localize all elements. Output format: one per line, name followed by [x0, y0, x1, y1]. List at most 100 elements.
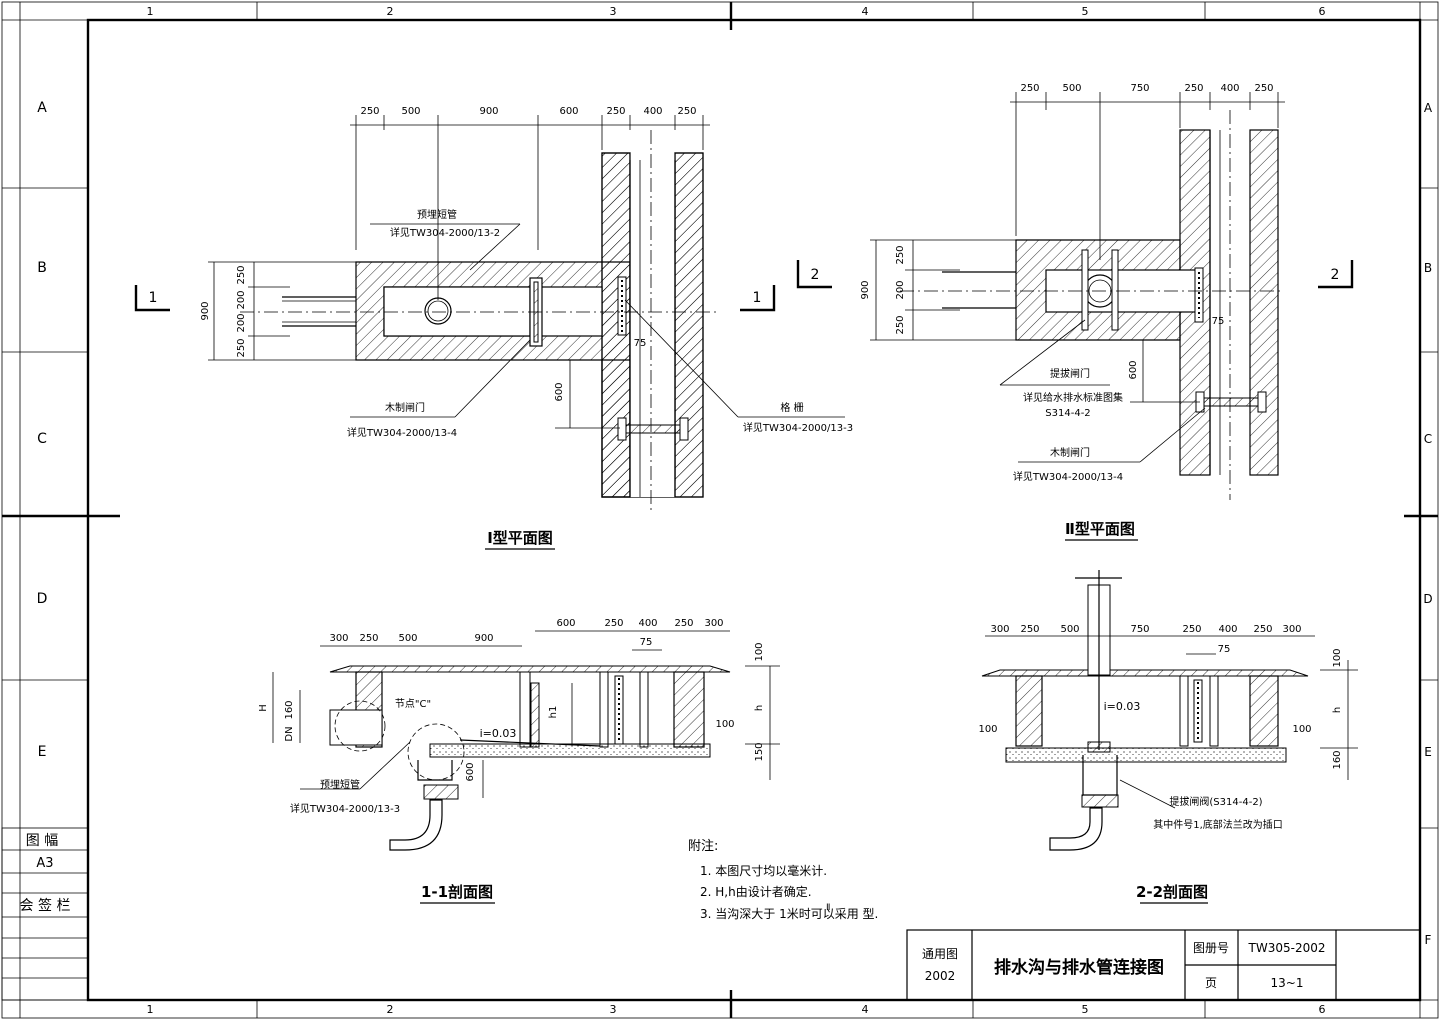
- dim-label: h1: [548, 706, 559, 719]
- note-lift-2: 详见给水排水标准图集: [1023, 391, 1123, 404]
- section1-dims: 300 250 500 900 600 250 400 250 300 75 1…: [258, 618, 780, 798]
- note-item: 1. 本图尺寸均以毫米计.: [700, 863, 827, 878]
- plan-type-1: 250 500 900 600 250 400 250 900 250 200 …: [134, 106, 853, 550]
- dim-label: 100: [1292, 724, 1311, 735]
- dim-label: 100: [715, 719, 734, 730]
- dim-label: 500: [1060, 624, 1079, 635]
- col-number: 4: [862, 1003, 869, 1016]
- size-label: 图 幅: [26, 833, 58, 849]
- dim-label: 100: [1332, 648, 1343, 667]
- plan1-left-dims: 900 250 200 200 250 600 75: [200, 261, 646, 429]
- dim-label: 250: [674, 618, 693, 629]
- node-label: 节点"C": [395, 698, 431, 710]
- dim-label: 900: [474, 633, 493, 644]
- row-letter: B: [1424, 261, 1432, 275]
- slope-label: i=0.03: [1104, 700, 1141, 713]
- section-mark-label: 2: [1331, 267, 1340, 283]
- section2-note-1: 提拔闸阀(S314-4-2): [1169, 795, 1262, 808]
- row-letter: E: [38, 744, 47, 760]
- year: 2002: [925, 969, 956, 983]
- dim-label: 250: [895, 245, 906, 264]
- dim-label: 750: [1130, 83, 1149, 94]
- atlas-no: TW305-2002: [1248, 941, 1326, 955]
- dim-label: 150: [754, 742, 765, 761]
- dim-label: 250: [1182, 624, 1201, 635]
- dim-label: h: [754, 705, 765, 711]
- page-no: 13~1: [1271, 976, 1304, 990]
- plan1-title: Ⅰ型平面图: [487, 529, 553, 547]
- col-number: 5: [1082, 5, 1089, 18]
- note-gate-1: 木制闸门: [1050, 446, 1090, 459]
- row-letter: E: [1424, 745, 1432, 759]
- dim-label: 250: [604, 618, 623, 629]
- note-item: 3. 当沟深大于 1米时可以采用 型.: [700, 907, 878, 921]
- dim-label: 600: [556, 618, 575, 629]
- dim-label: 250: [677, 106, 696, 117]
- dim-label: DN: [284, 726, 295, 741]
- size-value: A3: [36, 856, 53, 871]
- dim-label: 250: [1253, 624, 1272, 635]
- dim-label: 160: [1332, 750, 1343, 769]
- dim-label: 600: [559, 106, 578, 117]
- general-notes: 附注: 1. 本图尺寸均以毫米计. 2. H,h由设计者确定. 3. 当沟深大于…: [688, 839, 878, 921]
- dim-label: 250: [1020, 624, 1039, 635]
- col-number: 6: [1319, 1003, 1326, 1016]
- title-block: 通用图 2002 排水沟与排水管连接图 图册号 TW305-2002 页 13~…: [906, 929, 1421, 1001]
- section-mark-1-left: 1: [134, 285, 170, 312]
- dim-label: 250: [606, 106, 625, 117]
- column-numbers: 1 2 3 4 5 6 1 2 3 4 5 6: [147, 5, 1326, 1016]
- section-mark-label: 1: [753, 290, 762, 306]
- note-pipe-1: 预埋短管: [417, 208, 457, 221]
- dim-label: 75: [640, 637, 653, 648]
- drawing-title: 排水沟与排水管连接图: [994, 957, 1164, 978]
- row-letter: C: [1424, 432, 1432, 446]
- section2-dims: 300 250 500 750 250 400 250 300 75 100 h…: [978, 624, 1358, 780]
- dim-label: 100: [754, 642, 765, 661]
- row-letter: B: [37, 260, 47, 276]
- dim-label: 160: [284, 700, 295, 719]
- dim-label: 600: [554, 382, 565, 401]
- dim-label: 300: [990, 624, 1009, 635]
- plan1-top-dims: 250 500 900 600 250 400 250: [350, 106, 710, 300]
- row-letter: A: [1424, 101, 1433, 115]
- section1-note-2: 详见TW304-2000/13-3: [290, 802, 400, 815]
- page-label: 页: [1205, 976, 1217, 990]
- row-letter: D: [37, 591, 48, 607]
- atlas-label: 图册号: [1193, 941, 1229, 955]
- dim-label: 400: [1218, 624, 1237, 635]
- dim-label: 200: [895, 280, 906, 299]
- section-mark-1-right: 1: [740, 285, 776, 312]
- plan-type-2: 250 500 750 250 400 250 900 250 200 250 …: [796, 83, 1354, 541]
- section2-title: 2-2剖面图: [1136, 883, 1208, 901]
- dim-label: 600: [465, 762, 476, 781]
- dim-label: 250: [1020, 83, 1039, 94]
- dim-label: 300: [704, 618, 723, 629]
- dim-label: 250: [360, 106, 379, 117]
- note-superscript: Ⅱ: [826, 903, 830, 913]
- section-mark-2-left: 2: [796, 260, 832, 289]
- section2-note-2: 其中件号1,底部法兰改为插口: [1153, 818, 1283, 831]
- dim-label: 250: [236, 338, 247, 357]
- dim-label: 75: [1218, 644, 1231, 655]
- dim-label: 250: [895, 315, 906, 334]
- note-gate-2: 详见TW304-2000/13-4: [347, 426, 457, 439]
- dim-label: 400: [638, 618, 657, 629]
- row-letter: D: [1423, 592, 1432, 606]
- plan2-left-dims: 900 250 200 250 600 75: [860, 239, 1225, 403]
- notes-heading: 附注:: [688, 839, 718, 854]
- note-grid-1: 格 栅: [780, 401, 803, 414]
- note-grid-2: 详见TW304-2000/13-3: [743, 421, 853, 434]
- section-mark-label: 2: [811, 267, 820, 283]
- dim-label: 900: [200, 301, 211, 320]
- plan2-title: Ⅱ型平面图: [1065, 520, 1135, 538]
- col-number: 6: [1319, 5, 1326, 18]
- row-letter: A: [37, 100, 47, 116]
- dim-label: 75: [1212, 316, 1225, 327]
- side-sign-block: 图 幅 A3 会 签 栏: [1, 827, 89, 1001]
- dim-label: 250: [236, 265, 247, 284]
- dim-label: 400: [643, 106, 662, 117]
- slope-label: i=0.03: [480, 727, 517, 740]
- col-number: 4: [862, 5, 869, 18]
- note-pipe-2: 详见TW304-2000/13-2: [390, 226, 500, 239]
